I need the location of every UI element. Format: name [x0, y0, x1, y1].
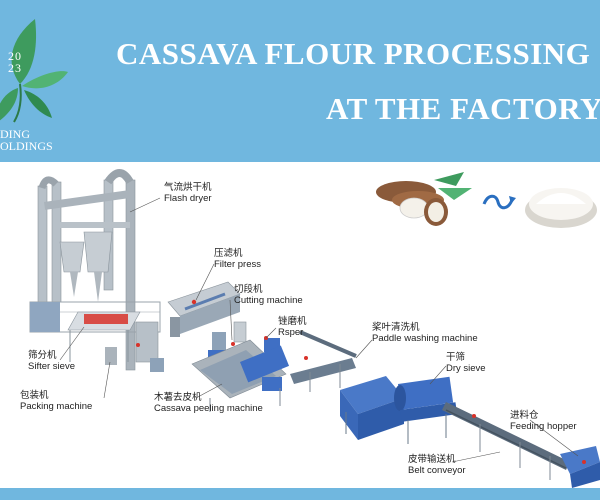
page-title-line2: AT THE FACTORY — [326, 91, 600, 126]
flow-arrow-icon — [482, 194, 516, 210]
packing-sifter-platform — [67, 311, 141, 365]
cassava-roots-image — [376, 172, 472, 226]
filter-press-unit — [167, 281, 241, 337]
leader-lines — [59, 197, 579, 463]
page-title-line1: CASSAVA FLOUR PROCESSING — [116, 36, 591, 71]
flash-dryer-structure — [29, 169, 164, 372]
product-images — [376, 172, 597, 228]
feeding-hopper-unit — [560, 446, 600, 488]
dry-sieve-unit — [394, 376, 458, 444]
header-banner: 20 23 DING OLDINGS CASSAVA FLOUR PROCESS… — [0, 0, 600, 162]
leaf-logo-icon — [0, 19, 68, 123]
production-line-illustration — [29, 169, 600, 488]
flour-bowl-image — [525, 188, 597, 228]
belt-conveyor-unit — [442, 402, 570, 480]
logo-year: 20 23 — [8, 49, 22, 75]
paddle-washing-machine-unit — [340, 376, 404, 440]
company-logo: 20 23 DING OLDINGS — [0, 14, 70, 152]
footer-bar — [0, 488, 600, 500]
inclined-conveyor-middle — [290, 330, 357, 392]
logo-company-name: DING OLDINGS — [0, 127, 53, 153]
